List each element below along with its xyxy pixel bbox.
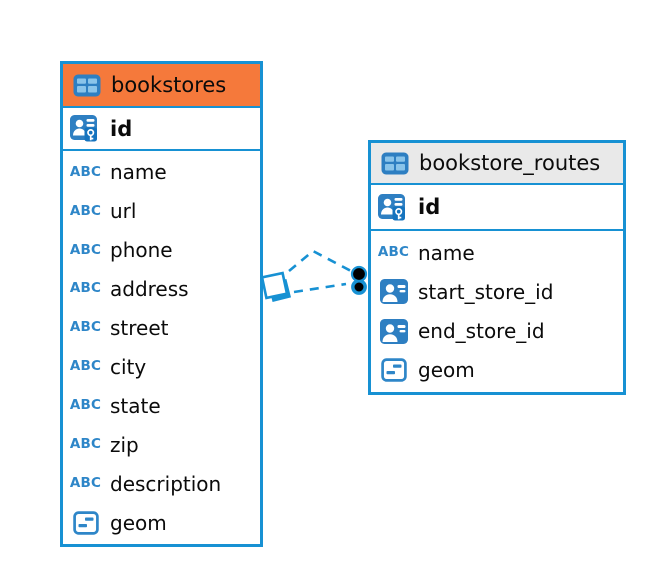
column-name: name — [110, 160, 167, 185]
text-type-icon: ABC — [69, 163, 102, 180]
column-name: zip — [110, 432, 139, 457]
geometry-type-icon — [70, 510, 101, 535]
relationship-line-lower[interactable] — [293, 282, 347, 294]
relationship-line-upper[interactable] — [288, 249, 352, 273]
column-name: start_store_id — [418, 279, 554, 304]
column-name: street — [110, 316, 169, 341]
primary-key-person-icon — [378, 192, 409, 223]
column-row-name[interactable]: ABC name — [63, 153, 260, 192]
column-name: geom — [110, 510, 167, 535]
column-row-street[interactable]: ABC street — [63, 309, 260, 348]
diamond-squares-marker[interactable] — [260, 271, 292, 303]
column-row-address[interactable]: ABC address — [63, 270, 260, 309]
text-type-icon: ABC — [69, 436, 102, 453]
table-header-bookstore-routes[interactable]: bookstore_routes — [371, 143, 623, 185]
table-icon — [379, 152, 410, 175]
column-name: description — [110, 471, 222, 496]
column-row-end_store_id[interactable]: end_store_id — [371, 312, 623, 351]
column-row-phone[interactable]: ABC phone — [63, 231, 260, 270]
column-name: address — [110, 277, 189, 302]
column-list-bookstore-routes: ABC name start_store_id end_store_id geo… — [371, 231, 623, 392]
geometry-type-icon — [378, 358, 409, 383]
text-type-icon: ABC — [69, 202, 102, 219]
column-row-state[interactable]: ABC state — [63, 386, 260, 425]
text-type-icon: ABC — [69, 280, 102, 297]
table-title-bookstore-routes: bookstore_routes — [419, 151, 601, 175]
column-name: end_store_id — [418, 319, 545, 344]
column-name: url — [110, 199, 137, 224]
column-row-url[interactable]: ABC url — [63, 192, 260, 231]
table-title-bookstores: bookstores — [111, 73, 227, 97]
primary-key-name: id — [110, 116, 133, 141]
text-type-icon: ABC — [69, 474, 102, 491]
column-name: name — [418, 240, 475, 265]
double-dot-marker[interactable] — [350, 265, 368, 295]
primary-key-person-icon — [70, 113, 101, 144]
table-header-bookstores[interactable]: bookstores — [63, 64, 260, 108]
column-row-geom[interactable]: geom — [371, 351, 623, 390]
column-name: city — [110, 354, 147, 379]
column-name: phone — [110, 238, 173, 263]
column-name: state — [110, 393, 161, 418]
primary-key-name: id — [418, 195, 441, 219]
column-row-id[interactable]: id — [371, 185, 623, 231]
foreign-key-person-icon — [378, 279, 409, 305]
column-row-name[interactable]: ABC name — [371, 233, 623, 272]
column-row-city[interactable]: ABC city — [63, 348, 260, 387]
text-type-icon: ABC — [69, 319, 102, 336]
table-icon — [71, 74, 102, 97]
column-name: geom — [418, 358, 475, 383]
column-row-start_store_id[interactable]: start_store_id — [371, 272, 623, 311]
table-bookstores[interactable]: bookstores id ABC name ABC url ABC phone… — [60, 61, 263, 547]
column-row-description[interactable]: ABC description — [63, 464, 260, 503]
foreign-key-person-icon — [378, 318, 409, 344]
text-type-icon: ABC — [69, 358, 102, 375]
column-list-bookstores: ABC name ABC url ABC phone ABC address A… — [63, 151, 260, 544]
text-type-icon: ABC — [69, 397, 102, 414]
column-row-zip[interactable]: ABC zip — [63, 425, 260, 464]
column-row-id[interactable]: id — [63, 108, 260, 151]
column-row-geom[interactable]: geom — [63, 503, 260, 542]
text-type-icon: ABC — [69, 241, 102, 258]
text-type-icon: ABC — [377, 243, 410, 260]
table-bookstore-routes[interactable]: bookstore_routes id ABC name start_store… — [368, 140, 626, 395]
